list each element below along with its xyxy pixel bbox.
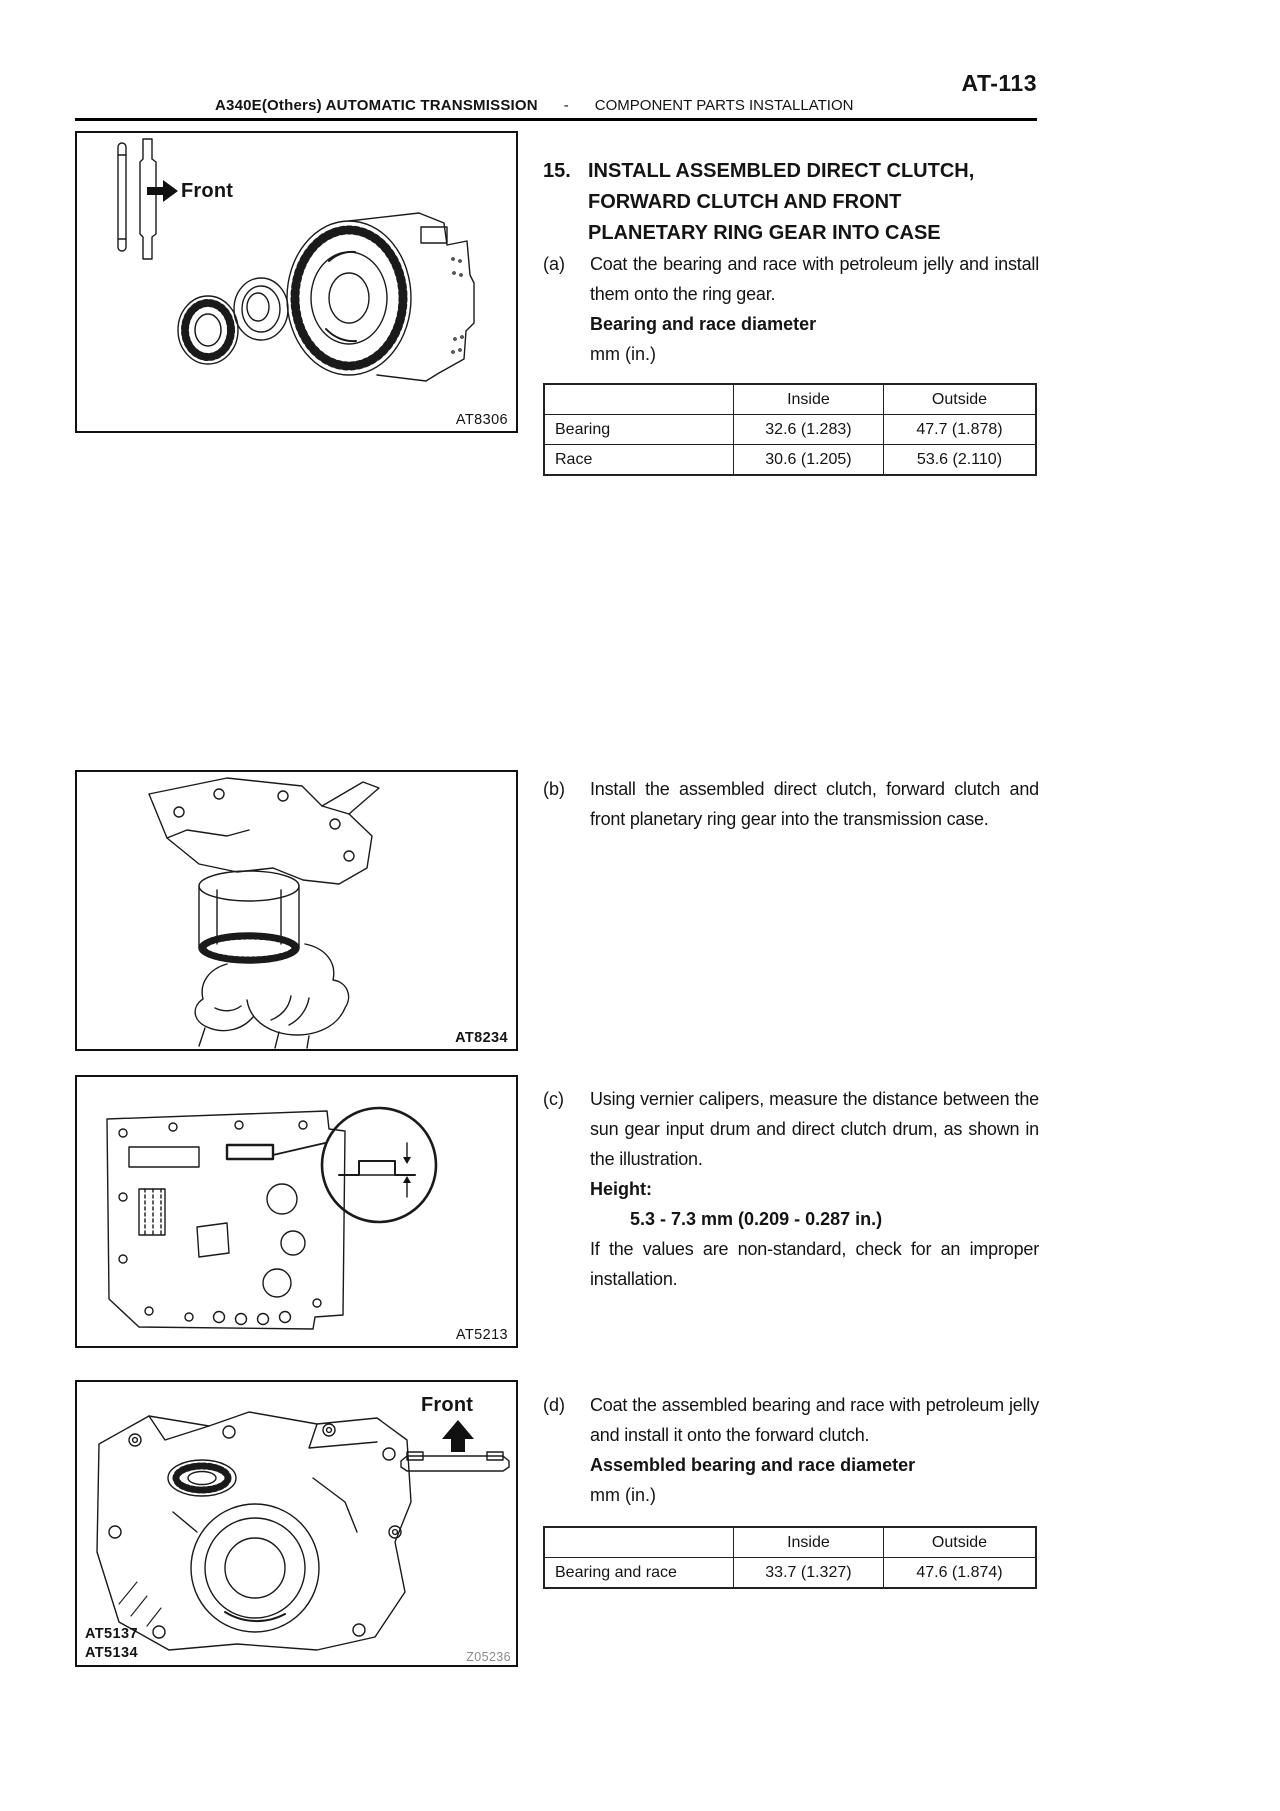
row-label-cell: Bearing and race (543, 1557, 734, 1589)
item-note: If the values are non-standard, check fo… (590, 1239, 1039, 1289)
assembled-bearing-race-diameter-table: Inside Outside Bearing and race 33.7 (1.… (543, 1526, 1037, 1589)
value-cell: 47.7 (1.878) (882, 414, 1037, 445)
figure-2-illustration (148, 777, 380, 1049)
header-cell: Outside (882, 383, 1037, 415)
item-text: Install the assembled direct clutch, for… (590, 779, 1039, 829)
front-direction-label: Front (421, 1394, 474, 1416)
spec-unit: mm (in.) (590, 344, 656, 364)
item-label: (c) (543, 1089, 564, 1109)
figure-height-measurement: AT5213 (75, 1075, 518, 1348)
value-cell: 33.7 (1.327) (732, 1557, 884, 1589)
figure-code: AT5134 (85, 1645, 138, 1661)
front-arrow-icon (442, 1420, 474, 1452)
figure-bearing-race-exploded: Front AT8306 (75, 131, 518, 433)
instruction-item-d: (d) Coat the assembled bearing and race … (543, 1390, 1039, 1510)
header-cell: Inside (732, 1526, 884, 1558)
row-label-cell: Race (543, 444, 734, 476)
header-subsection-title: COMPONENT PARTS INSTALLATION (594, 97, 854, 114)
spec-title: Bearing and race diameter (590, 314, 817, 334)
figure-code: AT8306 (455, 412, 508, 428)
item-label: (b) (543, 779, 565, 799)
figure-1-illustration (117, 138, 475, 382)
table-header-row: Inside Outside (543, 1526, 1037, 1558)
header-rule (75, 118, 1037, 121)
figure-code: AT8234 (455, 1030, 508, 1046)
height-label: Height: (590, 1179, 652, 1199)
header-cell: Outside (882, 1526, 1037, 1558)
figure-3-illustration (106, 1106, 438, 1330)
spec-unit: mm (in.) (590, 1485, 656, 1505)
instruction-item-a: (a) Coat the bearing and race with petro… (543, 249, 1039, 369)
table-row: Race 30.6 (1.205) 53.6 (2.110) (543, 444, 1037, 476)
item-text: Using vernier calipers, measure the dist… (590, 1089, 1039, 1169)
item-text: Coat the bearing and race with petroleum… (590, 254, 1039, 304)
item-label: (a) (543, 254, 565, 274)
step-heading: 15. INSTALL ASSEMBLED DIRECT CLUTCH, FOR… (543, 156, 1025, 249)
figure-scan-code: Z05236 (466, 1650, 511, 1664)
page-number: AT-113 (961, 70, 1037, 96)
height-value: 5.3 - 7.3 mm (0.209 - 0.287 in.) (630, 1209, 883, 1229)
value-cell: 47.6 (1.874) (882, 1557, 1037, 1589)
instruction-item-b: (b) Install the assembled direct clutch,… (543, 774, 1039, 834)
figure-codes: AT5137 AT5134 (85, 1625, 138, 1663)
figure-code: AT5137 (85, 1626, 138, 1642)
row-label-cell: Bearing (543, 414, 734, 445)
value-cell: 30.6 (1.205) (732, 444, 884, 476)
front-arrow-icon (147, 180, 178, 202)
item-text: Coat the assembled bearing and race with… (590, 1395, 1039, 1445)
table-header-row: Inside Outside (543, 383, 1037, 415)
running-header: A340E(Others) AUTOMATIC TRANSMISSION - C… (75, 97, 1037, 114)
table-row: Bearing and race 33.7 (1.327) 47.6 (1.87… (543, 1557, 1037, 1589)
header-cell (543, 1526, 734, 1558)
front-direction-label: Front (181, 180, 234, 202)
table-row: Bearing 32.6 (1.283) 47.7 (1.878) (543, 414, 1037, 445)
step-number: 15. (543, 160, 571, 182)
value-cell: 32.6 (1.283) (732, 414, 884, 445)
spec-title: Assembled bearing and race diameter (590, 1455, 916, 1475)
figure-install-clutch: AT8234 (75, 770, 518, 1051)
figure-case-bearing-race: Front AT5137 AT5134 Z05236 (75, 1380, 518, 1667)
instruction-item-c: (c) Using vernier calipers, measure the … (543, 1084, 1039, 1294)
step-title: INSTALL ASSEMBLED DIRECT CLUTCH, FORWARD… (588, 160, 975, 244)
figure-code: AT5213 (455, 1327, 508, 1343)
item-label: (d) (543, 1395, 565, 1415)
value-cell: 53.6 (2.110) (882, 444, 1037, 476)
header-section-title: A340E(Others) AUTOMATIC TRANSMISSION (215, 97, 538, 114)
header-cell: Inside (732, 383, 884, 415)
bearing-race-diameter-table: Inside Outside Bearing 32.6 (1.283) 47.7… (543, 383, 1037, 476)
header-cell (543, 383, 734, 415)
header-separator: - (563, 97, 569, 114)
figure-4-illustration (96, 1411, 510, 1651)
